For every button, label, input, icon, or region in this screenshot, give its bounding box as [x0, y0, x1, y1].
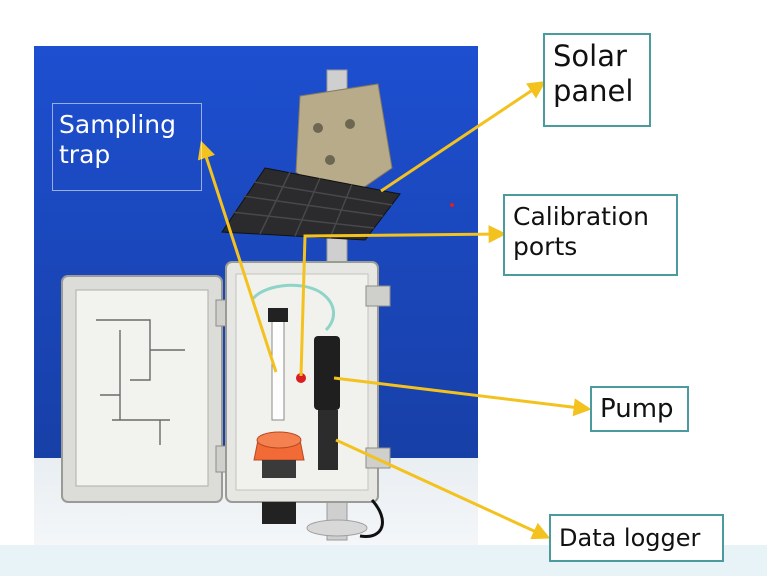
callout-text: Calibration ports [513, 202, 650, 261]
callout-pump: Pump [590, 386, 689, 432]
callout-sampling-trap: Sampling trap [52, 103, 202, 191]
bracket-bolt [313, 123, 323, 133]
arrow-solar-panel [380, 81, 546, 193]
arrow-calibration-ports [299, 225, 507, 377]
callout-text: Solar panel [553, 39, 634, 108]
red-dot [450, 203, 454, 207]
logger-cable [359, 498, 384, 538]
callout-solar-panel: Solar panel [543, 33, 651, 127]
callout-text: Pump [600, 394, 674, 424]
pump-foot [262, 502, 296, 524]
pump-base [262, 460, 296, 478]
callout-data-logger: Data logger [549, 514, 724, 562]
pole-base [306, 519, 368, 537]
door-inner-sticker [75, 289, 209, 487]
callout-text: Sampling trap [59, 110, 177, 169]
arrow-pump [333, 376, 592, 417]
callout-text: Data logger [559, 524, 701, 552]
door-schematic [96, 319, 185, 445]
black-pump [314, 336, 340, 410]
tubing [250, 283, 335, 332]
arrow-data-logger [335, 438, 551, 540]
arrow-sampling-trap [197, 140, 278, 373]
orange-pump-cap [256, 431, 302, 449]
bracket-bolt [345, 119, 355, 129]
bracket-bolt [325, 155, 335, 165]
sampling-trap-cap [268, 308, 288, 322]
black-pump-lower [318, 410, 338, 470]
solar-panel-cells [231, 171, 393, 239]
mounting-bracket [295, 83, 393, 193]
calibration-port [296, 373, 306, 383]
callout-calibration-ports: Calibration ports [503, 194, 678, 276]
enclosure-hinge [365, 285, 391, 307]
